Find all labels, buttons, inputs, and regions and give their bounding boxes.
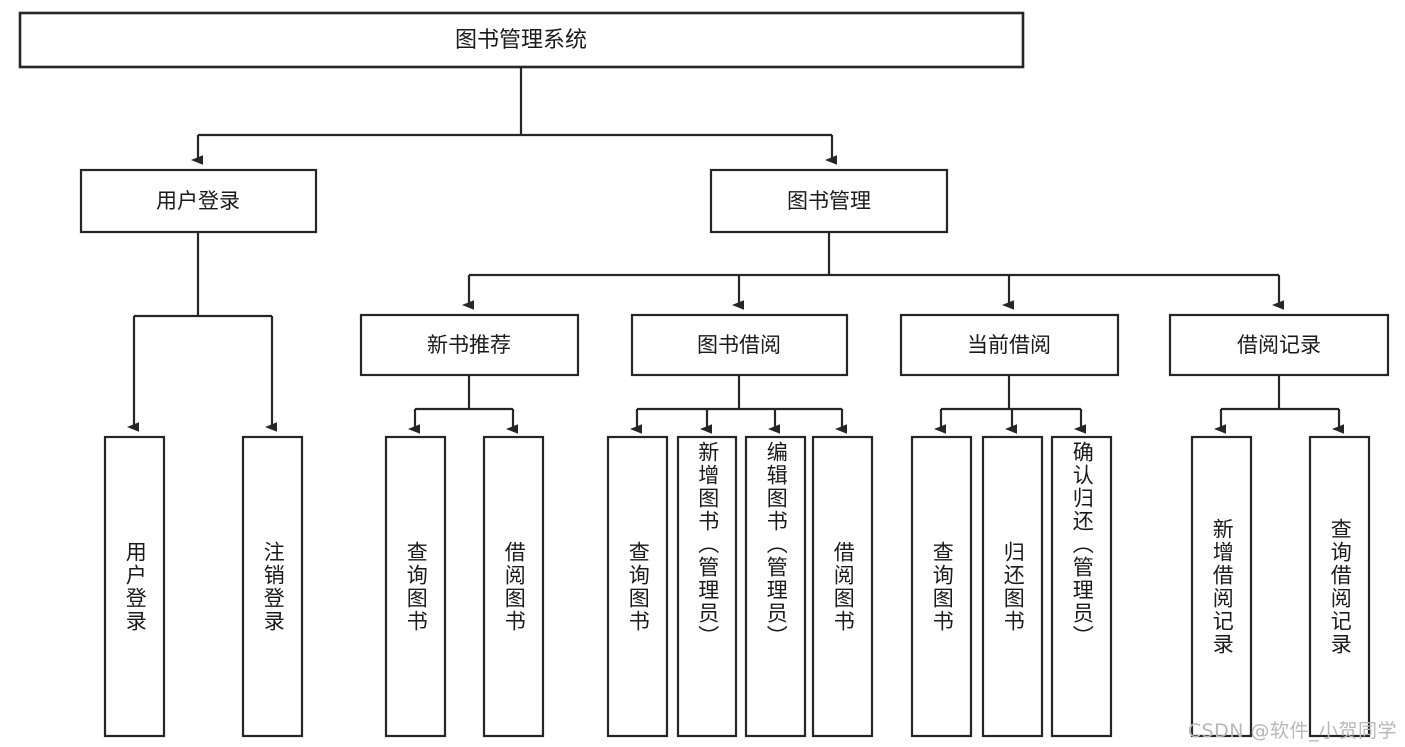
node-root-label: 图书管理系统: [455, 28, 587, 53]
node-new-book-recommend[interactable]: 新书推荐: [359, 313, 580, 377]
leaf-box-borrow-book[interactable]: [811, 435, 874, 738]
leaf-box-query-book-current[interactable]: [910, 435, 973, 738]
leaf-box-query-book-new[interactable]: [384, 435, 447, 738]
node-book-borrow[interactable]: 图书借阅: [630, 313, 849, 377]
watermark: CSDN @软件_小贺同学: [1187, 720, 1397, 742]
leaf-box-confirm-return-admin[interactable]: [1050, 435, 1113, 738]
leaf-box-return-book[interactable]: [981, 435, 1044, 738]
node-book-management-label: 图书管理: [787, 189, 871, 213]
node-borrow-records-label: 借阅记录: [1237, 333, 1321, 357]
leaf-box-edit-book-admin[interactable]: [744, 435, 807, 738]
connector-userlogin-to-leaves: [127, 232, 277, 432]
leaf-box-add-borrow-record[interactable]: [1190, 435, 1253, 738]
node-new-book-recommend-label: 新书推荐: [427, 333, 511, 357]
node-book-management[interactable]: 图书管理: [709, 168, 949, 234]
connector-current-to-leaves: [934, 375, 1086, 434]
node-root[interactable]: 图书管理系统: [18, 11, 1025, 69]
connector-newbook-to-leaves: [408, 375, 518, 434]
node-current-borrow[interactable]: 当前借阅: [899, 313, 1120, 377]
leaf-box-borrow-book-new[interactable]: [482, 435, 545, 738]
node-borrow-records[interactable]: 借阅记录: [1168, 313, 1390, 377]
leaf-box-add-book-admin[interactable]: [676, 435, 738, 738]
leaf-box-user-login[interactable]: [103, 435, 166, 738]
leaf-box-query-borrow-record[interactable]: [1308, 435, 1371, 738]
node-current-borrow-label: 当前借阅: [967, 333, 1051, 357]
connector-bookmgmt-to-level2: [462, 232, 1284, 310]
connector-root-to-level1: [191, 67, 837, 165]
leaf-box-logout[interactable]: [241, 435, 304, 738]
connector-records-to-leaves: [1214, 375, 1344, 434]
node-book-borrow-label: 图书借阅: [697, 333, 781, 357]
leaf-boxes: [103, 435, 1371, 738]
connector-borrow-to-leaves: [630, 375, 847, 434]
node-user-login[interactable]: 用户登录: [79, 168, 318, 234]
node-user-login-label: 用户登录: [156, 189, 240, 213]
leaf-box-query-book-borrow[interactable]: [606, 435, 669, 738]
